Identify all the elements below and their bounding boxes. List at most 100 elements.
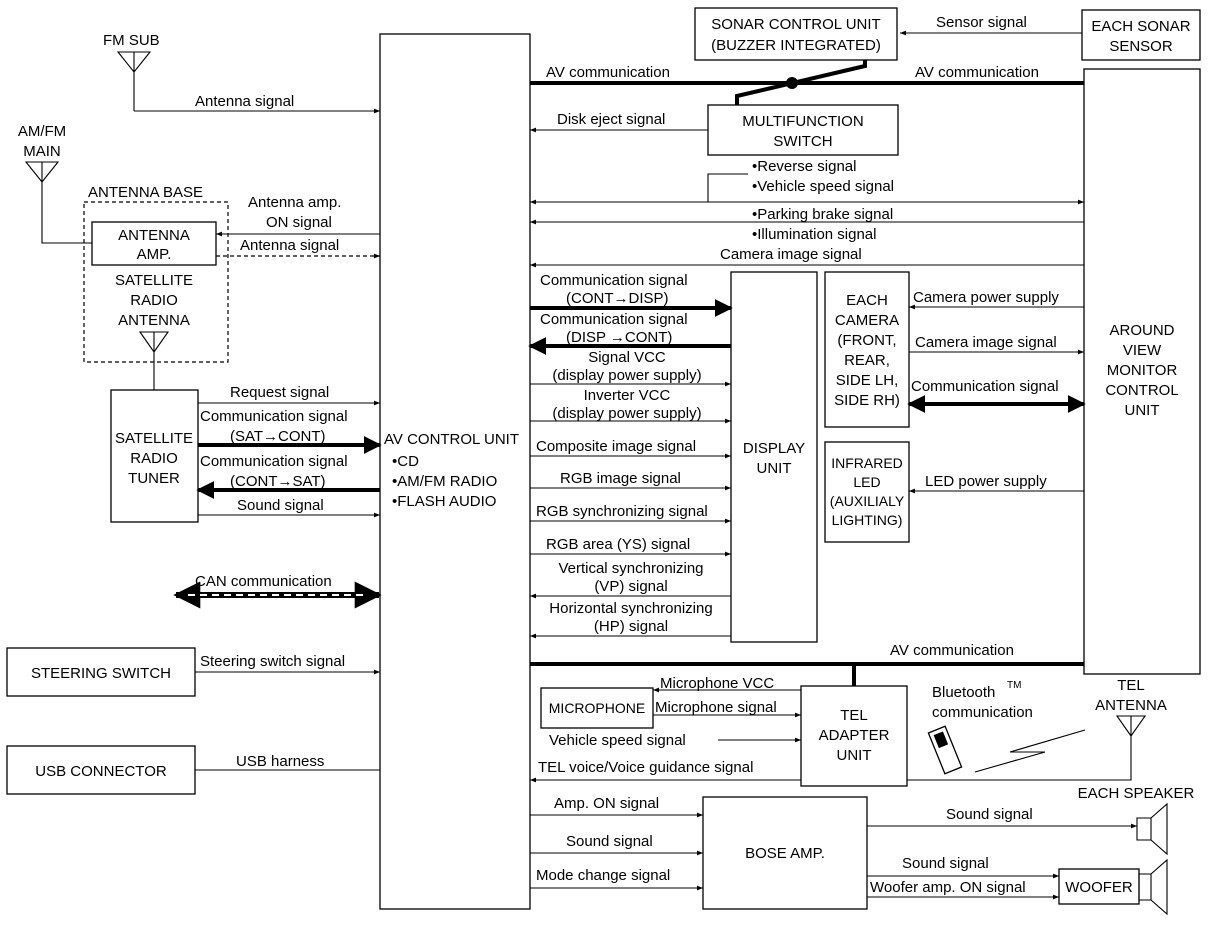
tel-antenna: TEL ANTENNA [907,677,1167,781]
svg-text:CONTROL: CONTROL [1105,382,1178,399]
svg-text:SWITCH: SWITCH [773,133,832,150]
fm-sub-antenna: FM SUB [103,32,160,111]
sonar-control-unit: SONAR CONTROL UNIT (BUZZER INTEGRATED) [694,7,898,61]
sensor-signal-label: Sensor signal [936,14,1027,31]
svg-text:TUNER: TUNER [128,470,180,487]
svg-text:Inverter VCC: Inverter VCC [584,387,671,404]
svg-text:Microphone signal: Microphone signal [655,699,777,716]
request-signal-label: Request signal [230,384,329,401]
antenna-base-label: ANTENNA BASE [88,184,203,201]
svg-text:(CONT→DISP): (CONT→DISP) [566,290,669,307]
svg-text:AM/FM: AM/FM [18,123,66,140]
svg-text:UNIT: UNIT [837,747,872,764]
svg-text:BOSE AMP.: BOSE AMP. [745,845,825,862]
around-view-monitor-control-unit: AROUND VIEW MONITOR CONTROL UNIT [1083,68,1201,675]
svg-text:Sound signal: Sound signal [566,833,653,850]
bose-amp: BOSE AMP. [702,796,868,910]
svg-text:SIDE RH): SIDE RH) [834,392,900,409]
svg-text:DISPLAY: DISPLAY [743,440,805,457]
tel-adapter-unit: TEL ADAPTER UNIT [800,685,908,787]
svg-text:TEL voice/Voice guidance signa: TEL voice/Voice guidance signal [538,759,753,776]
svg-text:Camera image signal: Camera image signal [915,334,1057,351]
steering-switch-signal-label: Steering switch signal [200,653,345,670]
svg-text:MICROPHONE: MICROPHONE [549,700,645,716]
svg-text:Mode change signal: Mode change signal [536,867,670,884]
infrared-led: INFRARED LED (AUXILIALY LIGHTING) [824,441,910,543]
svg-text:SONAR CONTROL UNIT: SONAR CONTROL UNIT [711,16,880,33]
svg-text:(AUXILIALY: (AUXILIALY [830,493,905,509]
each-sonar-sensor: EACH SONAR SENSOR [1081,9,1201,61]
svg-text:LED: LED [853,474,880,490]
svg-text:AROUND: AROUND [1109,322,1174,339]
camera-image-signal-label: Camera image signal [720,246,862,263]
svg-text:AMP.: AMP. [137,246,172,263]
svg-text:LED power supply: LED power supply [925,473,1047,490]
svg-text:TM: TM [1007,680,1021,691]
svg-text:SIDE LH,: SIDE LH, [836,372,899,389]
antenna-signal-label-amp: Antenna signal [240,237,339,254]
svg-text:EACH SONAR: EACH SONAR [1091,18,1190,35]
svg-text:USB CONNECTOR: USB CONNECTOR [35,763,167,780]
svg-text:Communication signal: Communication signal [200,453,348,470]
svg-text:Composite image signal: Composite image signal [536,438,696,455]
svg-text:(HP) signal: (HP) signal [594,618,668,635]
svg-text:INFRARED: INFRARED [831,455,903,471]
svg-text:(display power supply): (display power supply) [552,405,701,422]
each-speaker: EACH SPEAKER [1078,785,1195,916]
svg-text:ADAPTER: ADAPTER [819,727,890,744]
each-camera: EACH CAMERA (FRONT, REAR, SIDE LH, SIDE … [824,271,910,428]
usb-harness-label: USB harness [236,753,324,770]
woofer: WOOFER [1058,868,1140,905]
microphone: MICROPHONE [540,687,654,729]
svg-text:Amp. ON signal: Amp. ON signal [554,795,659,812]
disk-eject-signal-label: Disk eject signal [557,111,665,128]
svg-text:LIGHTING): LIGHTING) [832,512,903,528]
svg-text:VIEW: VIEW [1123,342,1162,359]
svg-text:SENSOR: SENSOR [1109,38,1173,55]
satellite-antenna-symbol [138,331,170,390]
svg-text:Communication signal: Communication signal [540,311,688,328]
svg-text:Signal VCC: Signal VCC [588,349,666,366]
usb-connector: USB CONNECTOR [6,745,196,795]
svg-text:Vertical synchronizing: Vertical synchronizing [558,560,703,577]
svg-text:communication: communication [932,704,1033,721]
svg-text:RADIO: RADIO [130,292,178,309]
speaker-icon [1136,802,1168,856]
svg-text:CAMERA: CAMERA [835,312,899,329]
svg-text:EACH: EACH [846,292,888,309]
av-communication-label-2: AV communication [915,64,1039,81]
svg-text:UNIT: UNIT [757,460,792,477]
av-communication-label-3: AV communication [890,642,1014,659]
av-communication-label-1: AV communication [546,64,670,81]
svg-text:ON signal: ON signal [266,214,332,231]
svg-text:Horizontal synchronizing: Horizontal synchronizing [549,600,712,617]
svg-text:•Parking brake signal: •Parking brake signal [752,206,893,223]
svg-text:TEL: TEL [1117,677,1145,694]
sound-signal-label-tuner: Sound signal [237,497,324,514]
steering-switch: STEERING SWITCH [6,647,196,697]
antenna-amp-label: ANTENNA [118,227,190,244]
svg-text:Bluetooth: Bluetooth [932,684,995,701]
av-control-unit-title: AV CONTROL UNIT [384,431,519,448]
woofer-speaker-icon [1138,858,1168,916]
satellite-radio-tuner: SATELLITE RADIO TUNER [110,389,199,523]
svg-text:Antenna amp.: Antenna amp. [248,194,341,211]
svg-text:SATELLITE: SATELLITE [115,430,193,447]
svg-text:Sound signal: Sound signal [902,855,989,872]
svg-text:REAR,: REAR, [844,352,890,369]
svg-text:Sound signal: Sound signal [946,806,1033,823]
svg-text:(display power supply): (display power supply) [552,367,701,384]
svg-text:FM SUB: FM SUB [103,32,160,49]
antenna-base: ANTENNA BASE ANTENNA AMP. SATELLITE RADI… [83,184,229,390]
svg-text:ANTENNA: ANTENNA [118,312,190,329]
av-control-unit-flash: •FLASH AUDIO [392,493,496,510]
svg-text:ANTENNA: ANTENNA [1095,697,1167,714]
satellite-radio-antenna-label: SATELLITE [115,272,193,289]
svg-text:RADIO: RADIO [130,450,178,467]
svg-text:(SAT→CONT): (SAT→CONT) [230,428,326,445]
svg-text:Communication signal: Communication signal [540,272,688,289]
svg-text:MAIN: MAIN [23,143,61,160]
svg-text:WOOFER: WOOFER [1065,879,1133,896]
svg-text:Vehicle speed signal: Vehicle speed signal [549,732,686,749]
